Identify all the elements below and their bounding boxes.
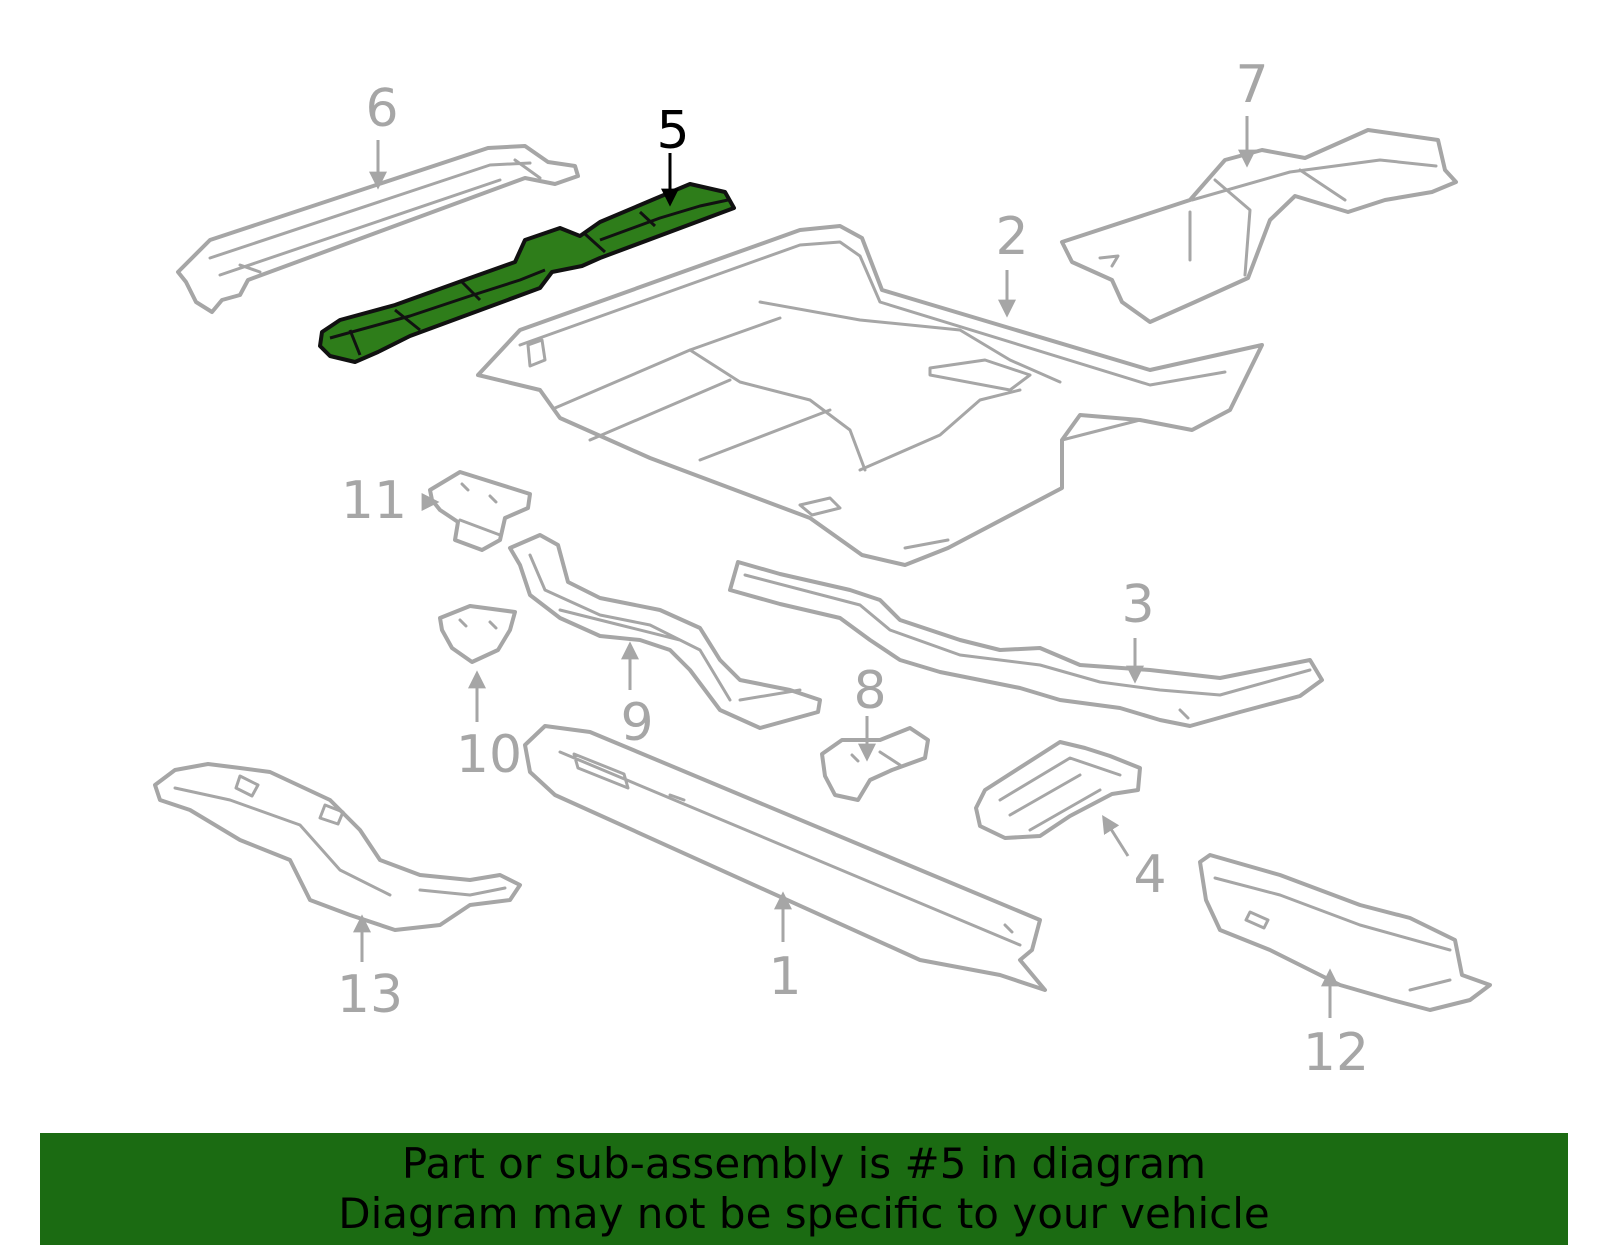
banner-line-1: Part or sub-assembly is #5 in diagram — [401, 1139, 1207, 1188]
callout-5: 5 — [656, 101, 689, 161]
part-12-rail — [1198, 853, 1492, 1012]
part-13-rail — [153, 762, 522, 932]
callout-3: 3 — [1121, 575, 1154, 635]
part-4-bracket — [974, 740, 1142, 840]
part-10-bracket — [438, 604, 517, 664]
part-8-bracket — [820, 726, 930, 802]
callout-9: 9 — [620, 693, 653, 753]
callout-13: 13 — [337, 965, 403, 1025]
banner-line-2: Diagram may not be specific to your vehi… — [338, 1189, 1270, 1238]
parts-diagram: 6 5 7 2 11 3 10 9 8 4 1 13 12 — [153, 55, 1492, 1083]
part-1-rocker — [523, 724, 1047, 992]
callout-7: 7 — [1235, 55, 1268, 115]
callout-arrows — [353, 116, 1339, 1018]
callout-12: 12 — [1303, 1023, 1369, 1083]
callout-6: 6 — [365, 79, 398, 139]
part-9-rail — [508, 533, 822, 730]
callout-4: 4 — [1133, 845, 1166, 905]
part-6-crossmember — [176, 144, 580, 314]
callout-11: 11 — [341, 471, 407, 531]
callout-1: 1 — [768, 947, 801, 1007]
callout-labels: 6 5 7 2 11 3 10 9 8 4 1 13 12 — [337, 55, 1369, 1083]
part-11-bracket — [428, 470, 532, 552]
notice-banner: Part or sub-assembly is #5 in diagram Di… — [40, 1133, 1568, 1245]
part-3-rail — [728, 560, 1324, 728]
part-7-crossmember — [1060, 128, 1458, 324]
part-5-highlighted-crossmember — [318, 182, 736, 364]
arrow-4 — [1102, 814, 1130, 857]
part-2-floor-pan — [476, 224, 1264, 567]
callout-2: 2 — [995, 207, 1028, 267]
callout-10: 10 — [456, 725, 522, 785]
callout-8: 8 — [853, 661, 886, 721]
